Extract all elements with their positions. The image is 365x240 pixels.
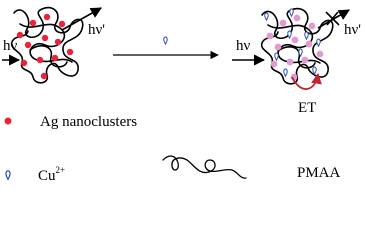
cu-ion-icon <box>287 30 292 39</box>
cu-reagent-icon <box>163 36 168 45</box>
ag-nanocluster-dot-quenched <box>293 14 301 22</box>
emission-block-cross <box>326 11 339 26</box>
legend: Ag nanoclusters Cu2+ PMAA <box>4 114 341 184</box>
ag-nanocluster-dot-quenched <box>301 56 309 64</box>
ag-nanocluster-dot <box>51 54 59 62</box>
pmaa-chain-tangle <box>260 7 334 85</box>
emission-label-after: hν' <box>344 22 361 38</box>
ag-nanocluster-dot-quenched <box>270 60 278 68</box>
ag-nanocluster-dot <box>36 56 44 64</box>
pmaa-chain-tangle <box>10 6 84 84</box>
legend-pmaa-label: PMAA <box>297 165 341 181</box>
ag-nanocluster-dot <box>29 19 37 27</box>
legend-cu-text: Cu <box>38 168 56 184</box>
ag-nanocluster-dot <box>40 72 48 80</box>
cu-ion-icon <box>274 52 279 61</box>
polymer-ball-before <box>10 6 84 84</box>
energy-transfer-label: ET <box>298 100 316 116</box>
legend-ag-symbol <box>4 117 12 125</box>
cu-ion-icon <box>289 8 294 17</box>
energy-transfer-arrow <box>291 72 322 90</box>
legend-ag-label: Ag nanoclusters <box>40 114 137 130</box>
ag-nanocluster-dot <box>43 13 51 21</box>
cu-ion-icon <box>312 66 317 75</box>
legend-pmaa-symbol <box>162 155 247 179</box>
ag-nanocluster-dot <box>66 48 74 56</box>
excitation-label-before: hν <box>3 38 18 54</box>
legend-cu-charge: 2+ <box>56 165 66 175</box>
ag-nanocluster-dot-quenched <box>286 58 294 66</box>
ag-nanocluster-dot-quenched <box>316 50 324 58</box>
ag-nanocluster-dot-quenched <box>291 36 299 44</box>
cu-ion-icon <box>264 12 269 21</box>
ag-nanocluster-dot <box>41 34 49 42</box>
ag-nanocluster-dot <box>20 59 28 67</box>
ag-nanocluster-dot-quenched <box>305 40 313 48</box>
emission-arrow-before <box>61 7 102 31</box>
ag-nanocluster-dot <box>24 41 32 49</box>
cu-ion-icon <box>283 68 288 77</box>
ag-nanocluster-dot <box>54 38 62 46</box>
legend-cu-symbol <box>5 170 11 180</box>
ag-nanocluster-dot-quenched <box>274 43 282 51</box>
ag-nanocluster-dot <box>58 20 66 28</box>
diagram-canvas: hν hν' hν hν' ET <box>2 6 361 184</box>
ag-nanocluster-dot-quenched <box>279 19 287 27</box>
ag-nanocluster-dot-quenched <box>266 32 274 40</box>
ag-nanocluster-dot <box>16 31 24 39</box>
polymer-ball-after <box>260 7 334 85</box>
excitation-label-after: hν <box>236 38 251 54</box>
emission-label-before: hν' <box>88 22 105 38</box>
cu-ion-icon <box>316 38 321 47</box>
cu-ion-icon <box>304 31 309 40</box>
legend-cu-label: Cu2+ <box>38 165 65 184</box>
ag-nanocluster-dot-quenched <box>308 22 316 30</box>
